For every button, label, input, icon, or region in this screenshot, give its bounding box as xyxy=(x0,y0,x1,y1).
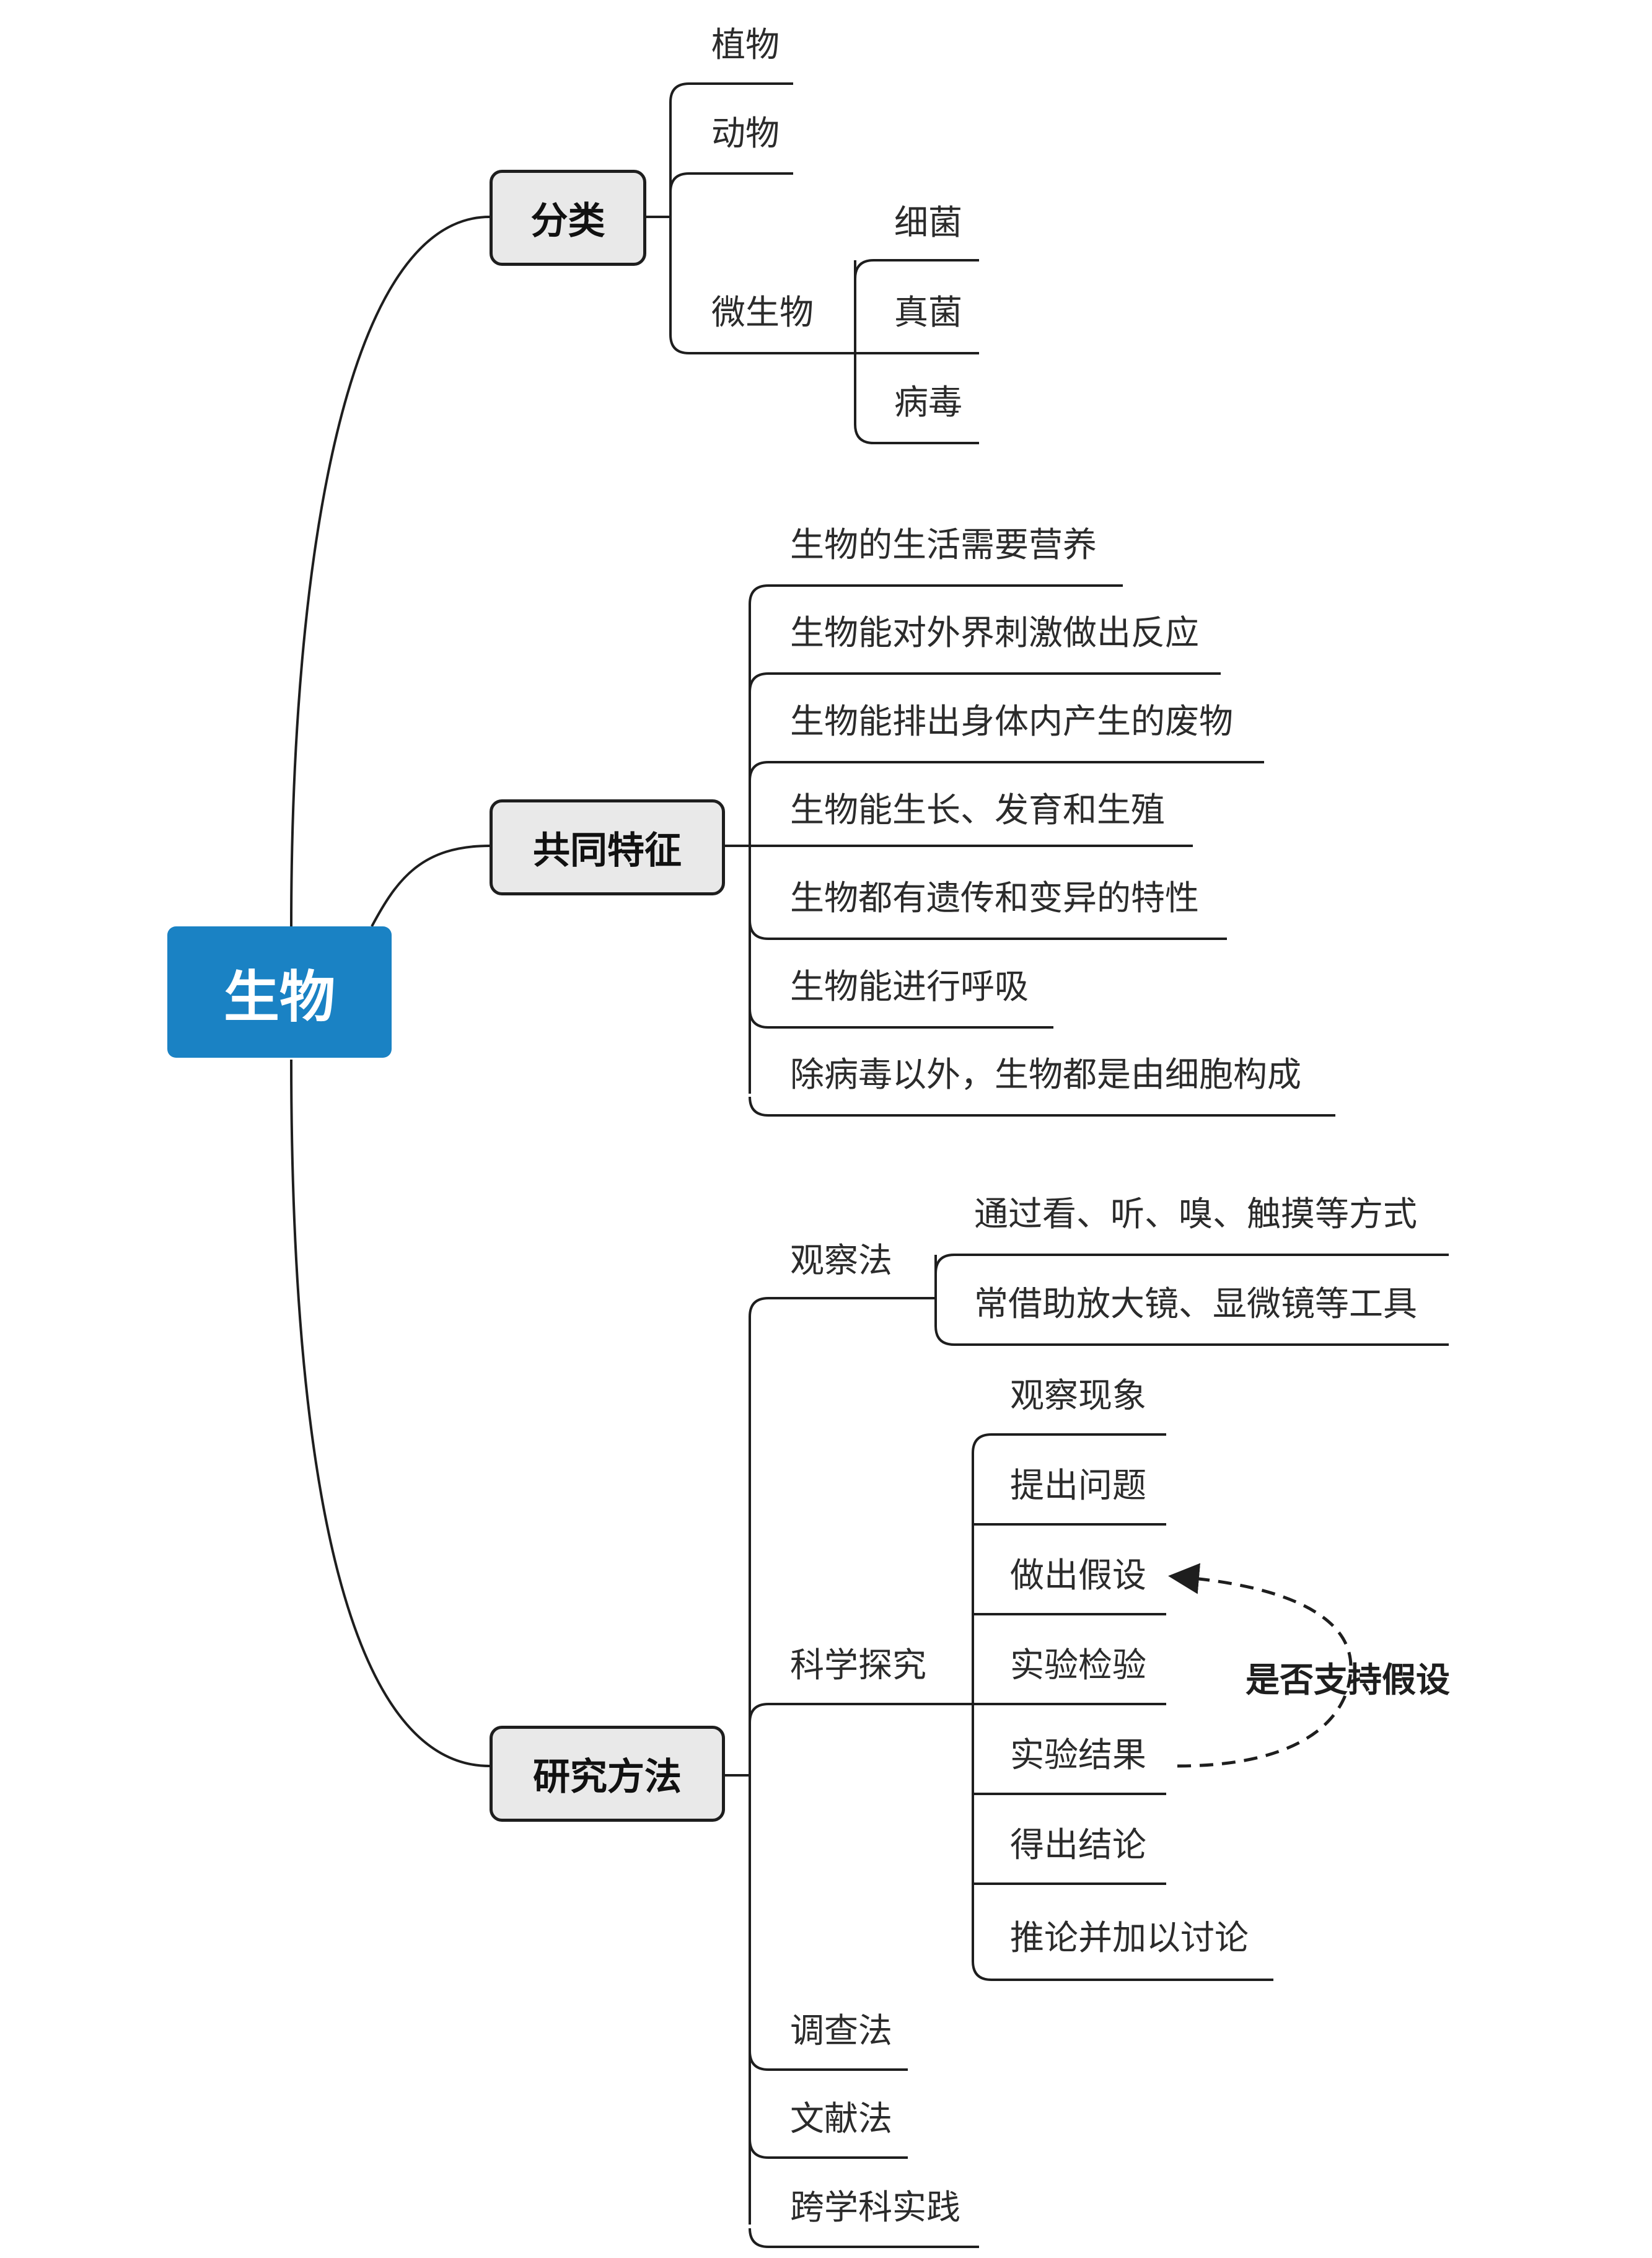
method-interdisciplinary[interactable]: 跨学科实践 xyxy=(790,2188,961,2226)
connector-root-classification xyxy=(290,216,490,927)
microbe-item-fungi[interactable]: 真菌 xyxy=(894,293,963,332)
characteristic-item[interactable]: 生物能排出身体内产生的废物 xyxy=(790,702,1234,740)
node-research-methods[interactable]: 研究方法 xyxy=(490,1726,725,1822)
microbe-item-virus[interactable]: 病毒 xyxy=(894,383,963,421)
inquiry-step[interactable]: 实验结果 xyxy=(1010,1736,1147,1774)
characteristic-item[interactable]: 除病毒以外，生物都是由细胞构成 xyxy=(790,1055,1302,1094)
connector-root-characteristics xyxy=(371,845,490,927)
method-survey[interactable]: 调查法 xyxy=(790,2011,893,2050)
feedback-label: 是否支持假设 xyxy=(1246,1661,1451,1699)
inquiry-step[interactable]: 推论并加以讨论 xyxy=(1010,1918,1249,1957)
root-node[interactable]: 生物 xyxy=(167,926,392,1058)
characteristic-item[interactable]: 生物的生活需要营养 xyxy=(790,525,1097,564)
feedback-arrow xyxy=(1168,1563,1353,1768)
node-characteristics[interactable]: 共同特征 xyxy=(490,799,725,895)
inquiry-step[interactable]: 实验检验 xyxy=(1010,1646,1147,1684)
inquiry-step[interactable]: 观察现象 xyxy=(1010,1376,1147,1415)
classification-item-animals[interactable]: 动物 xyxy=(711,114,780,152)
characteristic-item[interactable]: 生物能生长、发育和生殖 xyxy=(790,791,1166,829)
characteristic-item[interactable]: 生物能进行呼吸 xyxy=(790,967,1029,1006)
observation-item[interactable]: 常借助放大镜、显微镜等工具 xyxy=(974,1285,1418,1323)
method-literature[interactable]: 文献法 xyxy=(790,2099,893,2138)
classification-item-plants[interactable]: 植物 xyxy=(711,25,780,64)
characteristic-item[interactable]: 生物都有遗传和变异的特性 xyxy=(790,879,1200,917)
inquiry-step[interactable]: 做出假设 xyxy=(1010,1556,1147,1594)
method-observation[interactable]: 观察法 xyxy=(790,1241,893,1280)
method-scientific-inquiry[interactable]: 科学探究 xyxy=(790,1646,927,1684)
microbe-item-bacteria[interactable]: 细菌 xyxy=(894,203,963,242)
connector-root-methods xyxy=(290,1059,490,1767)
classification-item-microbes[interactable]: 微生物 xyxy=(711,293,814,332)
characteristic-item[interactable]: 生物能对外界刺激做出反应 xyxy=(790,613,1200,652)
inquiry-step[interactable]: 提出问题 xyxy=(1010,1466,1147,1505)
observation-item[interactable]: 通过看、听、嗅、触摸等方式 xyxy=(974,1195,1418,1233)
inquiry-step[interactable]: 得出结论 xyxy=(1010,1825,1147,1864)
node-classification[interactable]: 分类 xyxy=(490,170,646,266)
